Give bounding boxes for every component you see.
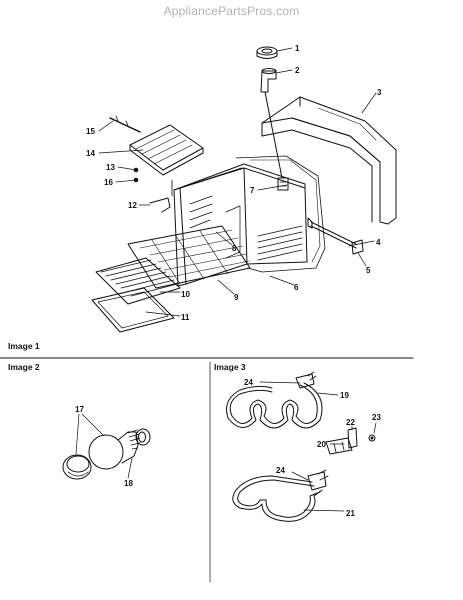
callout-13: 13 bbox=[106, 163, 115, 172]
oven-sensor-part bbox=[307, 217, 357, 249]
vent-elbow-part bbox=[260, 68, 277, 93]
callout-7: 7 bbox=[250, 186, 255, 195]
bake-element-part bbox=[226, 371, 323, 429]
callout-9: 9 bbox=[234, 293, 239, 302]
bracket-rod-part bbox=[109, 117, 141, 133]
callout-15: 15 bbox=[86, 127, 95, 136]
callout-3: 3 bbox=[377, 88, 382, 97]
callout-24-lower: 24 bbox=[276, 466, 285, 475]
callout-17: 17 bbox=[75, 405, 84, 414]
callout-21: 21 bbox=[346, 509, 355, 518]
callout-24-upper: 24 bbox=[244, 378, 253, 387]
leader-lines-image2 bbox=[75, 413, 133, 479]
vent-cap-part bbox=[256, 46, 278, 59]
terminal-block-part bbox=[325, 437, 353, 455]
section-title-image1: Image 1 bbox=[8, 341, 40, 351]
callout-1: 1 bbox=[295, 44, 300, 53]
callout-16: 16 bbox=[104, 178, 113, 187]
callout-23: 23 bbox=[372, 413, 381, 422]
callout-4: 4 bbox=[376, 238, 381, 247]
vent-duct bbox=[264, 91, 283, 179]
callout-14: 14 bbox=[86, 149, 95, 158]
callout-18: 18 bbox=[124, 479, 133, 488]
terminal-bracket-part bbox=[347, 427, 358, 449]
hinge-bracket-part bbox=[149, 197, 171, 213]
section-title-image2: Image 2 bbox=[8, 362, 40, 372]
leader-lines-image1 bbox=[98, 47, 377, 317]
callout-22: 22 bbox=[346, 418, 355, 427]
callout-8: 8 bbox=[232, 244, 237, 253]
callout-19: 19 bbox=[340, 391, 349, 400]
light-bulb-part bbox=[88, 429, 141, 470]
broil-pan-part bbox=[91, 287, 175, 333]
callout-2: 2 bbox=[295, 66, 300, 75]
insulation-wrap-part bbox=[261, 96, 397, 225]
callout-6: 6 bbox=[294, 283, 299, 292]
leader-lines-image3 bbox=[259, 381, 377, 512]
drip-tray-part bbox=[129, 124, 204, 176]
section-title-image3: Image 3 bbox=[214, 362, 246, 372]
callout-5: 5 bbox=[366, 266, 371, 275]
callout-12: 12 bbox=[128, 201, 137, 210]
callout-20: 20 bbox=[317, 440, 326, 449]
lens-cover-part bbox=[62, 454, 92, 480]
watermark: AppliancePartsPros.com bbox=[163, 4, 300, 18]
oven-cavity-part bbox=[173, 155, 326, 287]
broil-element-part bbox=[232, 469, 329, 522]
callout-10: 10 bbox=[181, 290, 190, 299]
bulb-gasket-part bbox=[135, 428, 151, 446]
callout-11: 11 bbox=[181, 313, 190, 322]
element-screw-part bbox=[368, 434, 376, 442]
broil-pan-grid-part bbox=[95, 257, 181, 305]
sensor-bracket-part bbox=[351, 239, 364, 255]
oven-rack-part bbox=[127, 225, 251, 289]
screw-part bbox=[133, 167, 173, 197]
